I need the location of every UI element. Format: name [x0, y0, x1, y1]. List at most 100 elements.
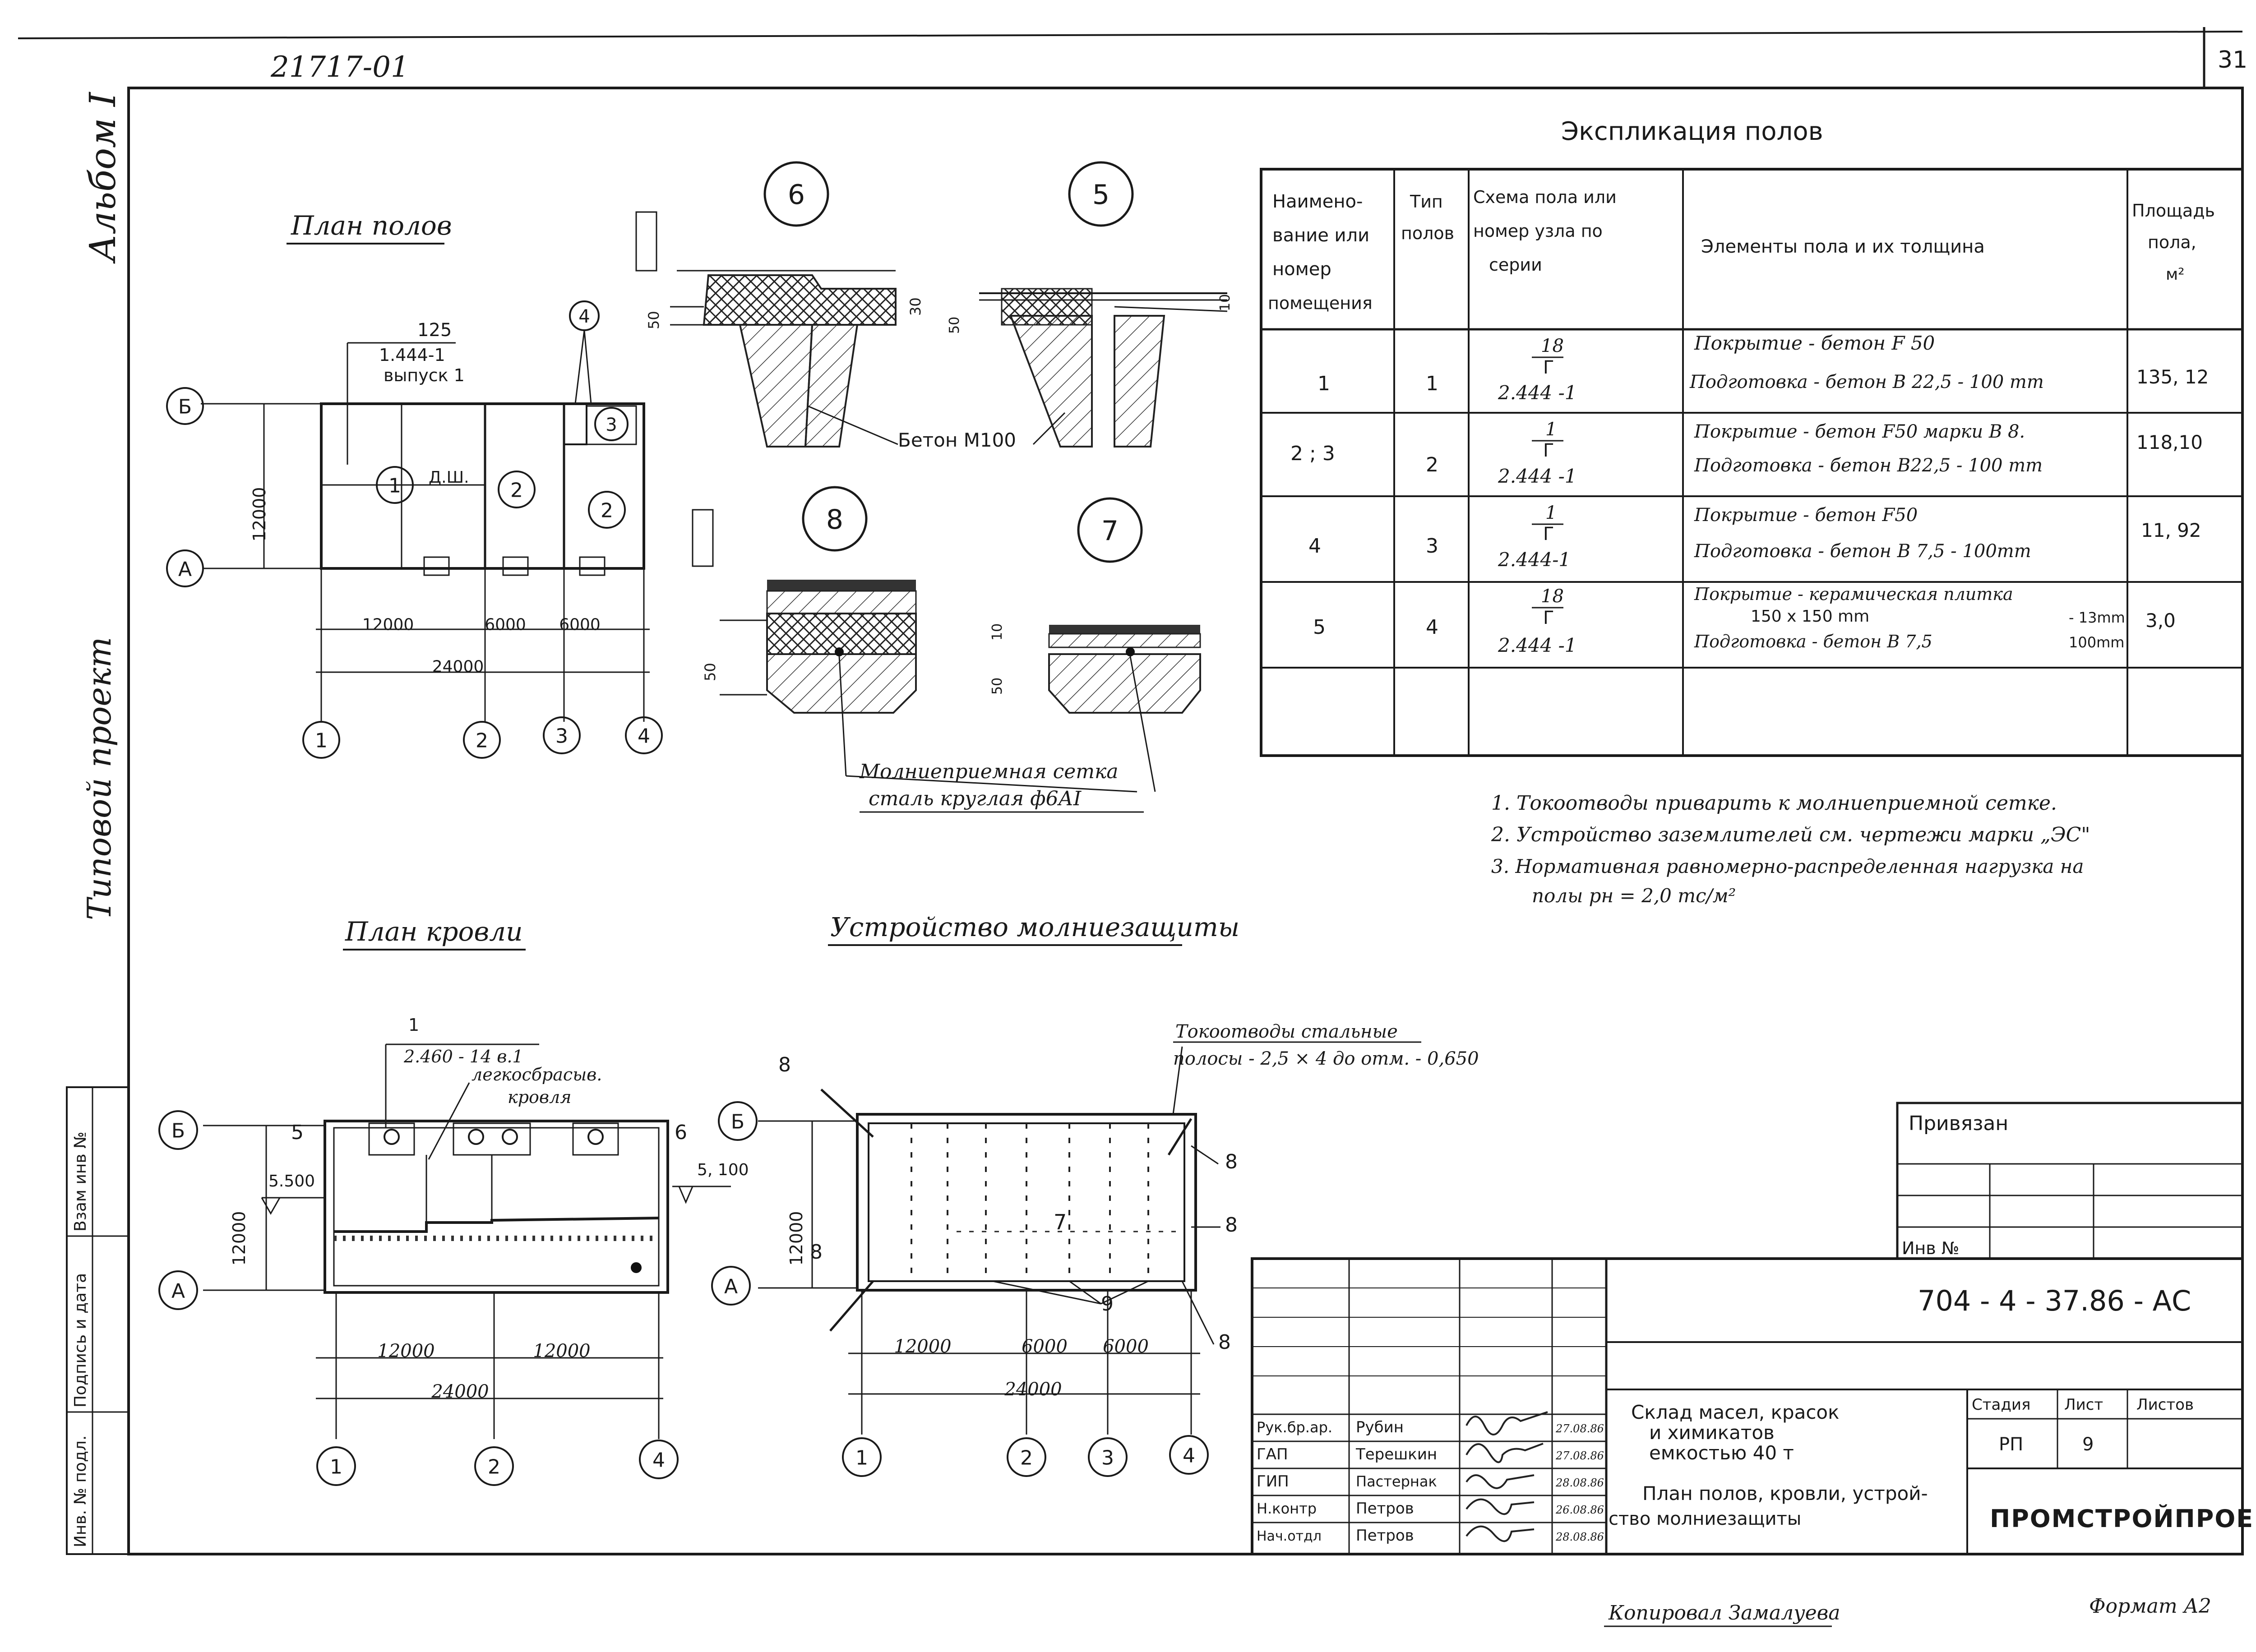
- detail8-dim-50: 50: [702, 663, 719, 681]
- detail7-dim-50: 50: [989, 678, 1005, 695]
- row4-el1c: - 13mm: [2069, 609, 2125, 626]
- person-date-2: 27.08.86: [1555, 1449, 1604, 1462]
- floor-dim-3: 6000: [559, 616, 601, 634]
- roof-level-right: 5, 100: [697, 1161, 749, 1179]
- row2-el1: Покрытие - бетон F50 марки В 8.: [1694, 421, 2025, 442]
- row4-el1: Покрытие - керамическая плитка: [1694, 584, 2013, 604]
- node-mark-3: 3: [606, 415, 617, 435]
- row3-area: 11, 92: [2141, 519, 2201, 541]
- lightning-axes: Б А 12000 12000 6000 6000 24000 1 2 3 4: [711, 1101, 1209, 1477]
- roof-level-left: 5.500: [268, 1172, 315, 1191]
- header-name-2: вание или: [1272, 225, 1369, 246]
- sheet-corner-number: 31: [2218, 46, 2247, 74]
- roof-plan-title: План кровли: [345, 916, 522, 947]
- shaft-label: Д.Ш.: [429, 468, 469, 487]
- detail-5-section: 50 10: [947, 288, 1233, 448]
- sheet-title-1: План полов, кровли, устрой-: [1642, 1482, 1928, 1504]
- detail-mark-5: 5: [1092, 179, 1110, 211]
- person-date-1: 27.08.86: [1555, 1422, 1604, 1435]
- lightning-dim-3: 6000: [1103, 1336, 1149, 1357]
- title-block: Привязан Инв № Рук.бр.ар. Рубин 27.08.86…: [1251, 1102, 2256, 1555]
- sheet-label: Лист: [2064, 1396, 2103, 1414]
- header-name-3: номер: [1272, 259, 1331, 280]
- roof-axis-A: А: [171, 1280, 185, 1303]
- room-type-2b: 2: [601, 499, 613, 522]
- row1-name: 1: [1318, 372, 1330, 395]
- roof-col-4: 4: [652, 1449, 665, 1472]
- floor-col-3: 3: [555, 725, 568, 748]
- roof-ref-note-2: кровля: [508, 1087, 571, 1107]
- row1-type: 1: [1426, 372, 1438, 395]
- floor-dim-1: 12000: [362, 616, 414, 634]
- roof-dim-2: 12000: [533, 1341, 590, 1361]
- row3-type: 3: [1426, 535, 1438, 558]
- detail-mark-7: 7: [1101, 515, 1119, 547]
- row1-series: 2.444 -1: [1498, 382, 1577, 404]
- detail-mark-6: 6: [788, 179, 805, 211]
- roof-axis-B: Б: [171, 1120, 185, 1143]
- row4-el1b: 150 х 150 mm: [1751, 607, 1869, 626]
- row1-node-top: 18: [1541, 336, 1564, 356]
- lightning-dim-vertical: 12000: [786, 1211, 806, 1266]
- row4-series: 2.444 -1: [1498, 634, 1577, 656]
- floor-plan: План полов 125 1.444-1 выпуск 1 Д.Ш. 1 2…: [166, 210, 663, 759]
- project-type-label: Типовой проект: [80, 637, 118, 920]
- floor-axis-B: Б: [178, 396, 192, 419]
- stage-label: Стадия: [1972, 1396, 2030, 1414]
- lightning-mark-8-r2: 8: [1225, 1214, 1238, 1237]
- row3-name: 4: [1308, 535, 1321, 558]
- person-name-5: Петров: [1356, 1527, 1414, 1545]
- row2-type: 2: [1426, 453, 1438, 476]
- floor-col-2: 2: [476, 729, 488, 752]
- header-name-4: помещения: [1268, 293, 1373, 313]
- object-title-2: и химикатов: [1649, 1421, 1775, 1444]
- lightning-mark-8-tl: 8: [778, 1053, 791, 1076]
- row1-node-mid: Г: [1543, 357, 1554, 378]
- left-strip-sign-date: Подпись и дата: [71, 1273, 90, 1407]
- lightning-note-2: полосы - 2,5 × 4 до отм. - 0,650: [1173, 1048, 1479, 1069]
- roof-dim-1: 12000: [377, 1341, 435, 1361]
- person-date-4: 26.08.86: [1555, 1504, 1604, 1516]
- left-strip-original-inv: Инв. № подл.: [71, 1435, 90, 1547]
- header-name-1: Наимено-: [1272, 191, 1363, 212]
- roof-plan: План кровли 1 2.460 - 14 в.1 легкосбрасы…: [158, 916, 749, 1486]
- row2-name: 2 ; 3: [1290, 442, 1335, 465]
- floor-plan-title: План полов: [291, 210, 452, 241]
- left-strip: Взам инв № Подпись и дата Инв. № подл.: [66, 1086, 129, 1555]
- header-type-2: полов: [1401, 223, 1454, 243]
- floor-dim-2: 6000: [485, 616, 526, 634]
- node-mark-4: 4: [578, 306, 590, 327]
- row3-el2: Подготовка - бетон В 7,5 - 100mm: [1694, 541, 2031, 562]
- album-label: Альбом I: [82, 92, 124, 264]
- roof-dim-total: 24000: [431, 1381, 489, 1402]
- header-area-2: пола,: [2148, 232, 2196, 252]
- person-role-3: ГИП: [1257, 1472, 1289, 1490]
- header-scheme-2: номер узла по: [1473, 221, 1603, 241]
- room-type-2a: 2: [510, 479, 523, 502]
- roof-dim-vertical: 12000: [229, 1211, 249, 1266]
- roof-ref-top: 1: [408, 1015, 419, 1035]
- lightning-col-1: 1: [855, 1447, 868, 1470]
- row2-node-top: 1: [1545, 419, 1557, 440]
- roof-ref-series: 2.460 - 14 в.1: [403, 1047, 523, 1066]
- detail-8-section: 50: [702, 580, 917, 714]
- floor-ref-series: 1.444-1: [379, 345, 445, 365]
- stage-value: РП: [1999, 1434, 2023, 1455]
- floor-axes: Б А 12000 12000 6000 6000 24000 1 2 3 4: [166, 387, 663, 759]
- roof-mark-6: 6: [675, 1121, 687, 1144]
- header-area-3: м²: [2166, 265, 2185, 284]
- lightning-note-1: Токоотводы стальные: [1175, 1021, 1398, 1042]
- roof-ref-note-1: легкосбрасыв.: [472, 1065, 602, 1084]
- detail-7-section: 50 10: [989, 623, 1201, 714]
- person-name-2: Терешкин: [1355, 1445, 1437, 1463]
- row4-name: 5: [1313, 616, 1326, 639]
- lightning-axis-A: А: [724, 1275, 738, 1298]
- row4-area: 3,0: [2145, 609, 2176, 632]
- detail7-dim-10: 10: [989, 623, 1005, 641]
- lightning-dim-total: 24000: [1004, 1379, 1062, 1400]
- lightning-title: Устройство молниезащиты: [830, 912, 1239, 942]
- row3-node-top: 1: [1545, 503, 1557, 523]
- detail5-dim-10: 10: [1217, 294, 1233, 311]
- notes: 1. Токоотводы приварить к молниеприемной…: [1491, 792, 2090, 907]
